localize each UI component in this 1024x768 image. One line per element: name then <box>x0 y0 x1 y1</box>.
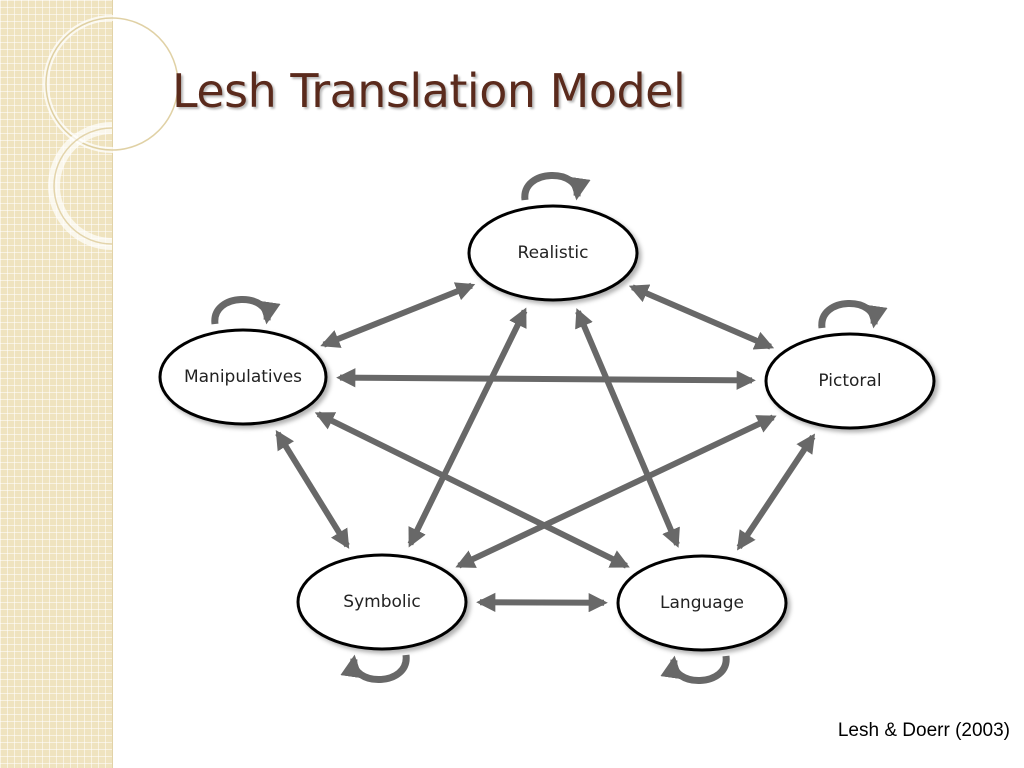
arrow-manipulatives-pictoral <box>336 368 756 390</box>
node-label-realistic: Realistic <box>518 243 589 263</box>
arrow-manipulatives-symbolic <box>275 430 350 549</box>
node-pictoral: Pictoral <box>764 332 936 430</box>
node-realistic: Realistic <box>467 204 639 302</box>
arrow-pictoral-language <box>736 433 816 551</box>
node-ellipse-pictoral <box>764 332 936 430</box>
node-language: Language <box>616 554 788 652</box>
node-manipulatives: Manipulatives <box>158 328 328 426</box>
arrow-realistic-manipulatives <box>320 282 476 348</box>
node-label-manipulatives: Manipulatives <box>184 367 302 387</box>
node-ellipse-manipulatives <box>158 328 328 426</box>
arrow-realistic-pictoral <box>628 284 775 350</box>
arrow-manipulatives-language <box>314 411 630 569</box>
node-symbolic: Symbolic <box>296 553 468 651</box>
node-ellipse-symbolic <box>296 553 468 651</box>
edges-layer <box>275 282 816 613</box>
decorative-rings <box>43 15 181 250</box>
node-ellipse-realistic <box>467 204 639 302</box>
node-ellipse-language <box>616 554 788 652</box>
self-loop-symbolic <box>340 654 410 683</box>
self-loop-language <box>660 655 730 684</box>
self-loop-realistic <box>521 172 591 201</box>
slide-title: Lesh Translation Model <box>172 64 686 118</box>
node-label-language: Language <box>660 593 744 613</box>
arrow-pictoral-symbolic <box>455 414 777 569</box>
self-loop-manipulatives <box>211 296 281 325</box>
self-loops-layer <box>211 172 888 684</box>
node-label-symbolic: Symbolic <box>343 592 420 612</box>
citation: Lesh & Doerr (2003) <box>837 720 1010 741</box>
node-label-pictoral: Pictoral <box>818 371 881 391</box>
arrow-realistic-language <box>575 308 680 548</box>
self-loop-pictoral <box>818 300 888 329</box>
